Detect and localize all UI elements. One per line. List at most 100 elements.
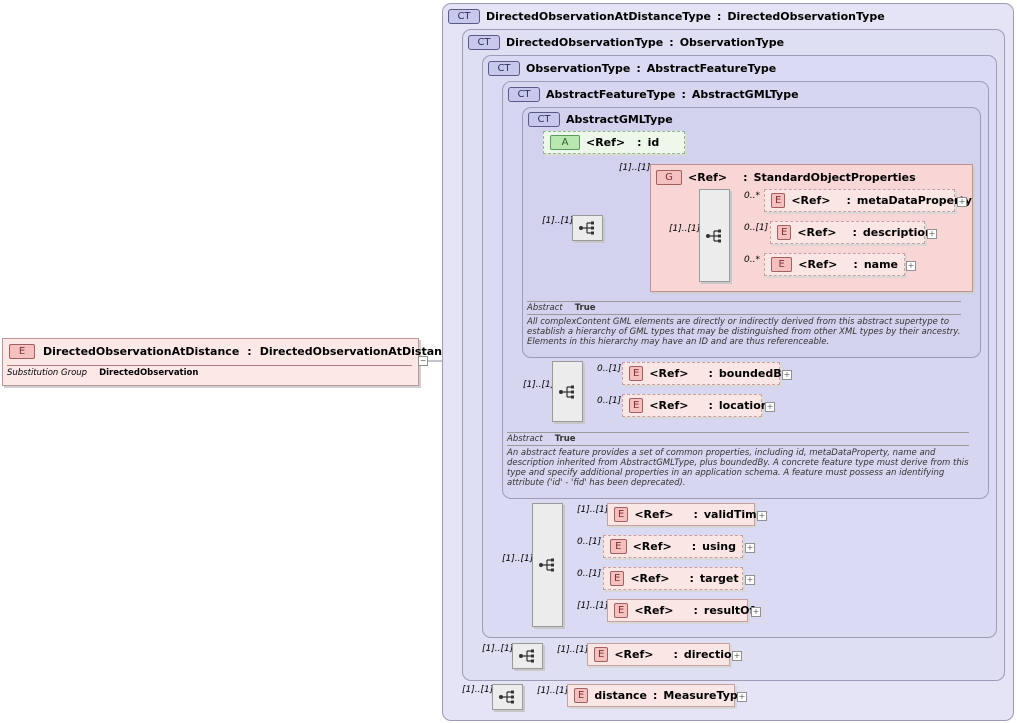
complex-type-base: AbstractFeatureType [646, 62, 777, 75]
sequence-icon [498, 690, 514, 704]
element-name: location [718, 399, 769, 412]
cardinality: 0..* [744, 255, 760, 265]
expand-toggle[interactable]: + [927, 229, 937, 239]
separator: : [846, 194, 851, 207]
element-valid-time[interactable]: E <Ref> : validTime [607, 503, 764, 526]
complex-type-header: CT AbstractFeatureType : AbstractGMLType [508, 87, 799, 102]
element-name: description [862, 226, 933, 239]
separator: : [689, 572, 694, 585]
element-name: target [699, 572, 739, 585]
element-type: MeasureType [663, 689, 746, 702]
ref-label: <Ref> [649, 399, 689, 412]
sequence-compositor[interactable] [492, 684, 523, 710]
element-name: direction [683, 648, 740, 661]
element-name: using [702, 540, 736, 553]
element-badge: E [771, 257, 793, 272]
annotation-abstract-label: Abstract [507, 434, 543, 444]
collapse-toggle[interactable]: − [418, 356, 428, 366]
annotation-abstract-value: True [574, 303, 596, 313]
element-badge: E [629, 398, 644, 413]
element-target[interactable]: E <Ref> : target [603, 567, 743, 590]
cardinality: 0..[1] [577, 569, 602, 579]
sequence-compositor[interactable] [512, 643, 543, 669]
attribute-id[interactable]: A <Ref> : id [543, 131, 685, 154]
separator: : [716, 10, 722, 23]
separator: : [669, 36, 674, 49]
cardinality: [1]..[1] [542, 216, 574, 226]
ref-label: <Ref> [632, 540, 672, 553]
complex-type-header: CT ObservationType : AbstractFeatureType [488, 61, 776, 76]
ref-label: <Ref> [630, 572, 670, 585]
separator: : [708, 399, 713, 412]
substitution-group-value: DirectedObservation [99, 368, 199, 378]
group-header: G <Ref> : StandardObjectProperties [656, 170, 916, 185]
expand-toggle[interactable]: + [757, 511, 767, 521]
element-name: boundedBy [718, 367, 789, 380]
root-element[interactable]: E DirectedObservationAtDistance : Direct… [2, 338, 485, 386]
element-badge: E [574, 688, 589, 703]
element-badge: E [610, 571, 625, 586]
sequence-compositor[interactable] [572, 215, 603, 241]
element-description[interactable]: E <Ref> : description [770, 221, 933, 244]
element-badge: E [9, 344, 35, 359]
separator: : [691, 540, 697, 553]
cardinality: 0..[1] [597, 396, 622, 406]
element-badge: E [610, 539, 627, 554]
element-name: validTime [703, 508, 765, 521]
expand-toggle[interactable]: + [751, 607, 761, 617]
complex-type-name: DirectedObservationType [506, 36, 664, 49]
element-using[interactable]: E <Ref> : using [603, 535, 743, 558]
expand-toggle[interactable]: + [906, 261, 916, 271]
separator: : [653, 689, 658, 702]
complex-type-name: AbstractFeatureType [546, 88, 676, 101]
cardinality: 0..[1] [744, 223, 769, 233]
cardinality: 0..[1] [597, 364, 622, 374]
element-name[interactable]: E <Ref> : name [764, 253, 905, 276]
ref-label: <Ref> [688, 171, 728, 184]
complex-type-name: DirectedObservationAtDistanceType [486, 10, 711, 23]
group-name: StandardObjectProperties [753, 171, 916, 184]
separator: : [743, 171, 748, 184]
element-meta-data-property[interactable]: E <Ref> : metaDataProperty [764, 189, 972, 212]
expand-toggle[interactable]: + [732, 651, 742, 661]
sequence-icon [558, 385, 574, 398]
complex-type-badge: CT [528, 112, 560, 127]
annotation-abstract-value: True [554, 434, 576, 444]
sequence-compositor[interactable] [699, 189, 730, 282]
expand-toggle[interactable]: + [745, 543, 755, 553]
expand-toggle[interactable]: + [782, 370, 792, 380]
sequence-compositor[interactable] [552, 361, 583, 422]
element-badge: E [777, 225, 792, 240]
expand-toggle[interactable]: + [745, 575, 755, 585]
ref-label: <Ref> [634, 604, 674, 617]
separator: : [852, 226, 857, 239]
element-result-of[interactable]: E <Ref> : resultOf [607, 599, 754, 622]
element-location[interactable]: E <Ref> : location [622, 394, 769, 417]
element-badge: E [614, 507, 629, 522]
separator: : [681, 88, 686, 101]
expand-toggle[interactable]: + [737, 692, 747, 702]
ref-label: <Ref> [798, 258, 838, 271]
sequence-compositor[interactable] [532, 503, 563, 627]
separator: : [673, 648, 678, 661]
separator: : [636, 62, 641, 75]
cardinality: 0..* [744, 191, 760, 201]
cardinality: [1]..[1] [482, 644, 514, 654]
expand-toggle[interactable]: + [957, 197, 967, 207]
element-badge: E [771, 193, 786, 208]
element-bounded-by[interactable]: E <Ref> : boundedBy [622, 362, 789, 385]
cardinality: [1]..[1] [577, 601, 609, 611]
annotation-abstract-feature: Abstract True An abstract feature provid… [507, 432, 969, 488]
separator: : [637, 136, 642, 149]
substitution-group: Substitution Group DirectedObservation [7, 365, 412, 378]
separator: : [247, 345, 252, 358]
expand-toggle[interactable]: + [765, 402, 775, 412]
element-distance[interactable]: E distance : MeasureType [567, 684, 745, 707]
element-direction[interactable]: E <Ref> : direction [587, 643, 739, 666]
annotation-abstract-label: Abstract [527, 303, 563, 313]
complex-type-header: CT DirectedObservationType : Observation… [468, 35, 784, 50]
element-name-label: name [863, 258, 898, 271]
ref-label: <Ref> [649, 367, 689, 380]
sequence-icon [705, 229, 721, 242]
